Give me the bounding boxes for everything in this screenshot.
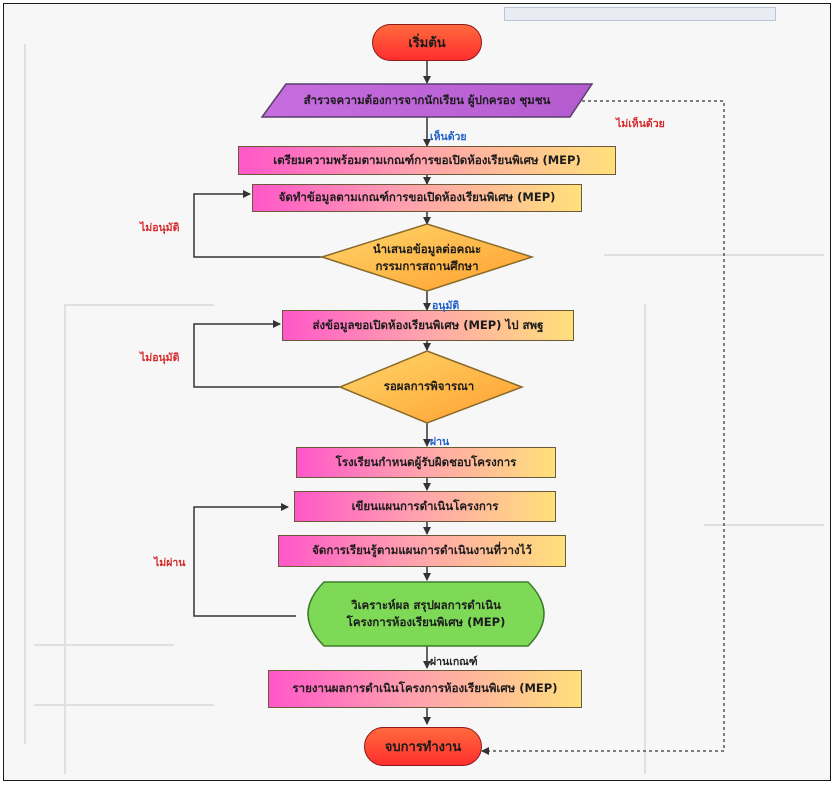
plan-node: เขียนแผนการดำเนินโครงการ [294,491,556,522]
prepare-node: เตรียมความพร้อมตามเกณฑ์การขอเปิดห้องเรีย… [238,146,616,175]
wait-decision-node: รอผลการพิจารณา [354,369,504,405]
label-not-approved-2: ไม่อนุมัติ [140,352,180,364]
background-line [64,304,214,306]
end-terminal: จบการทำงาน [364,727,482,766]
background-line [644,304,646,774]
implement-node: จัดการเรียนรู้ตามแผนการดำเนินงานที่วางไว… [278,535,566,567]
send-node: ส่งข้อมูลขอเปิดห้องเรียนพิเศษ (MEP) ไป ส… [282,310,574,341]
label-disagree: ไม่เห็นด้วย [616,118,665,130]
background-line [704,524,824,526]
connector-layer [193,61,725,755]
label-approved: อนุมัติ [432,300,460,312]
analyze-line1: วิเคราะห์ผล สรุปผลการดำเนิน [351,597,501,612]
send-label: ส่งข้อมูลขอเปิดห้องเรียนพิเศษ (MEP) ไป ส… [312,317,544,332]
compile-node: จัดทำข้อมูลตามเกณฑ์การขอเปิดห้องเรียนพิเ… [252,184,582,212]
diagram-frame: เริ่มต้น สำรวจความต้องการจากนักเรียน ผู้… [3,3,831,781]
label-fail: ไม่ผ่าน [154,557,186,569]
background-line [34,704,214,706]
survey-shape [260,83,594,118]
label-pass: ผ่าน [430,436,450,448]
background-line [24,44,26,744]
report-node: รายงานผลการดำเนินโครงการห้องเรียนพิเศษ (… [268,670,582,708]
assign-label: โรงเรียนกำหนดผู้รับผิดชอบโครงการ [335,454,517,469]
decision-present-shape [319,223,535,292]
decision-wait-shape [338,350,525,424]
background-line [64,304,66,774]
prepare-label: เตรียมความพร้อมตามเกณฑ์การขอเปิดห้องเรีย… [273,152,581,167]
assign-node: โรงเรียนกำหนดผู้รับผิดชอบโครงการ [296,447,556,478]
analyze-shape [307,581,545,647]
background-line [34,644,174,646]
end-label: จบการทำงาน [384,740,462,755]
implement-label: จัดการเรียนรู้ตามแผนการดำเนินงานที่วางไว… [312,543,532,557]
present-decision-node: นำเสนอข้อมูลต่อคณะ กรรมการสถานศึกษา [334,230,520,286]
start-label: เริ่มต้น [408,36,446,51]
background-line [604,254,824,256]
analyze-line2: โครงการห้องเรียนพิเศษ (MEP) [346,615,506,629]
survey-label: สำรวจความต้องการจากนักเรียน ผู้ปกครอง ชุ… [303,92,551,107]
analyze-node: วิเคราะห์ผล สรุปผลการดำเนิน โครงการห้องเ… [304,582,548,646]
report-label: รายงานผลการดำเนินโครงการห้องเรียนพิเศษ (… [292,681,558,695]
label-agree: เห็นด้วย [430,131,467,143]
plan-label: เขียนแผนการดำเนินโครงการ [351,498,499,513]
wait-label: รอผลการพิจารณา [383,379,475,394]
top-banner-strip [504,7,776,21]
label-pass-criteria: ผ่านเกณฑ์ [430,656,478,668]
present-line2: กรรมการสถานศึกษา [375,259,479,273]
survey-node: สำรวจความต้องการจากนักเรียน ผู้ปกครอง ชุ… [262,84,592,117]
start-terminal: เริ่มต้น [372,24,482,61]
label-not-approved-1: ไม่อนุมัติ [140,222,180,234]
present-line1: นำเสนอข้อมูลต่อคณะ [372,241,482,256]
compile-label: จัดทำข้อมูลตามเกณฑ์การขอเปิดห้องเรียนพิเ… [278,190,556,204]
